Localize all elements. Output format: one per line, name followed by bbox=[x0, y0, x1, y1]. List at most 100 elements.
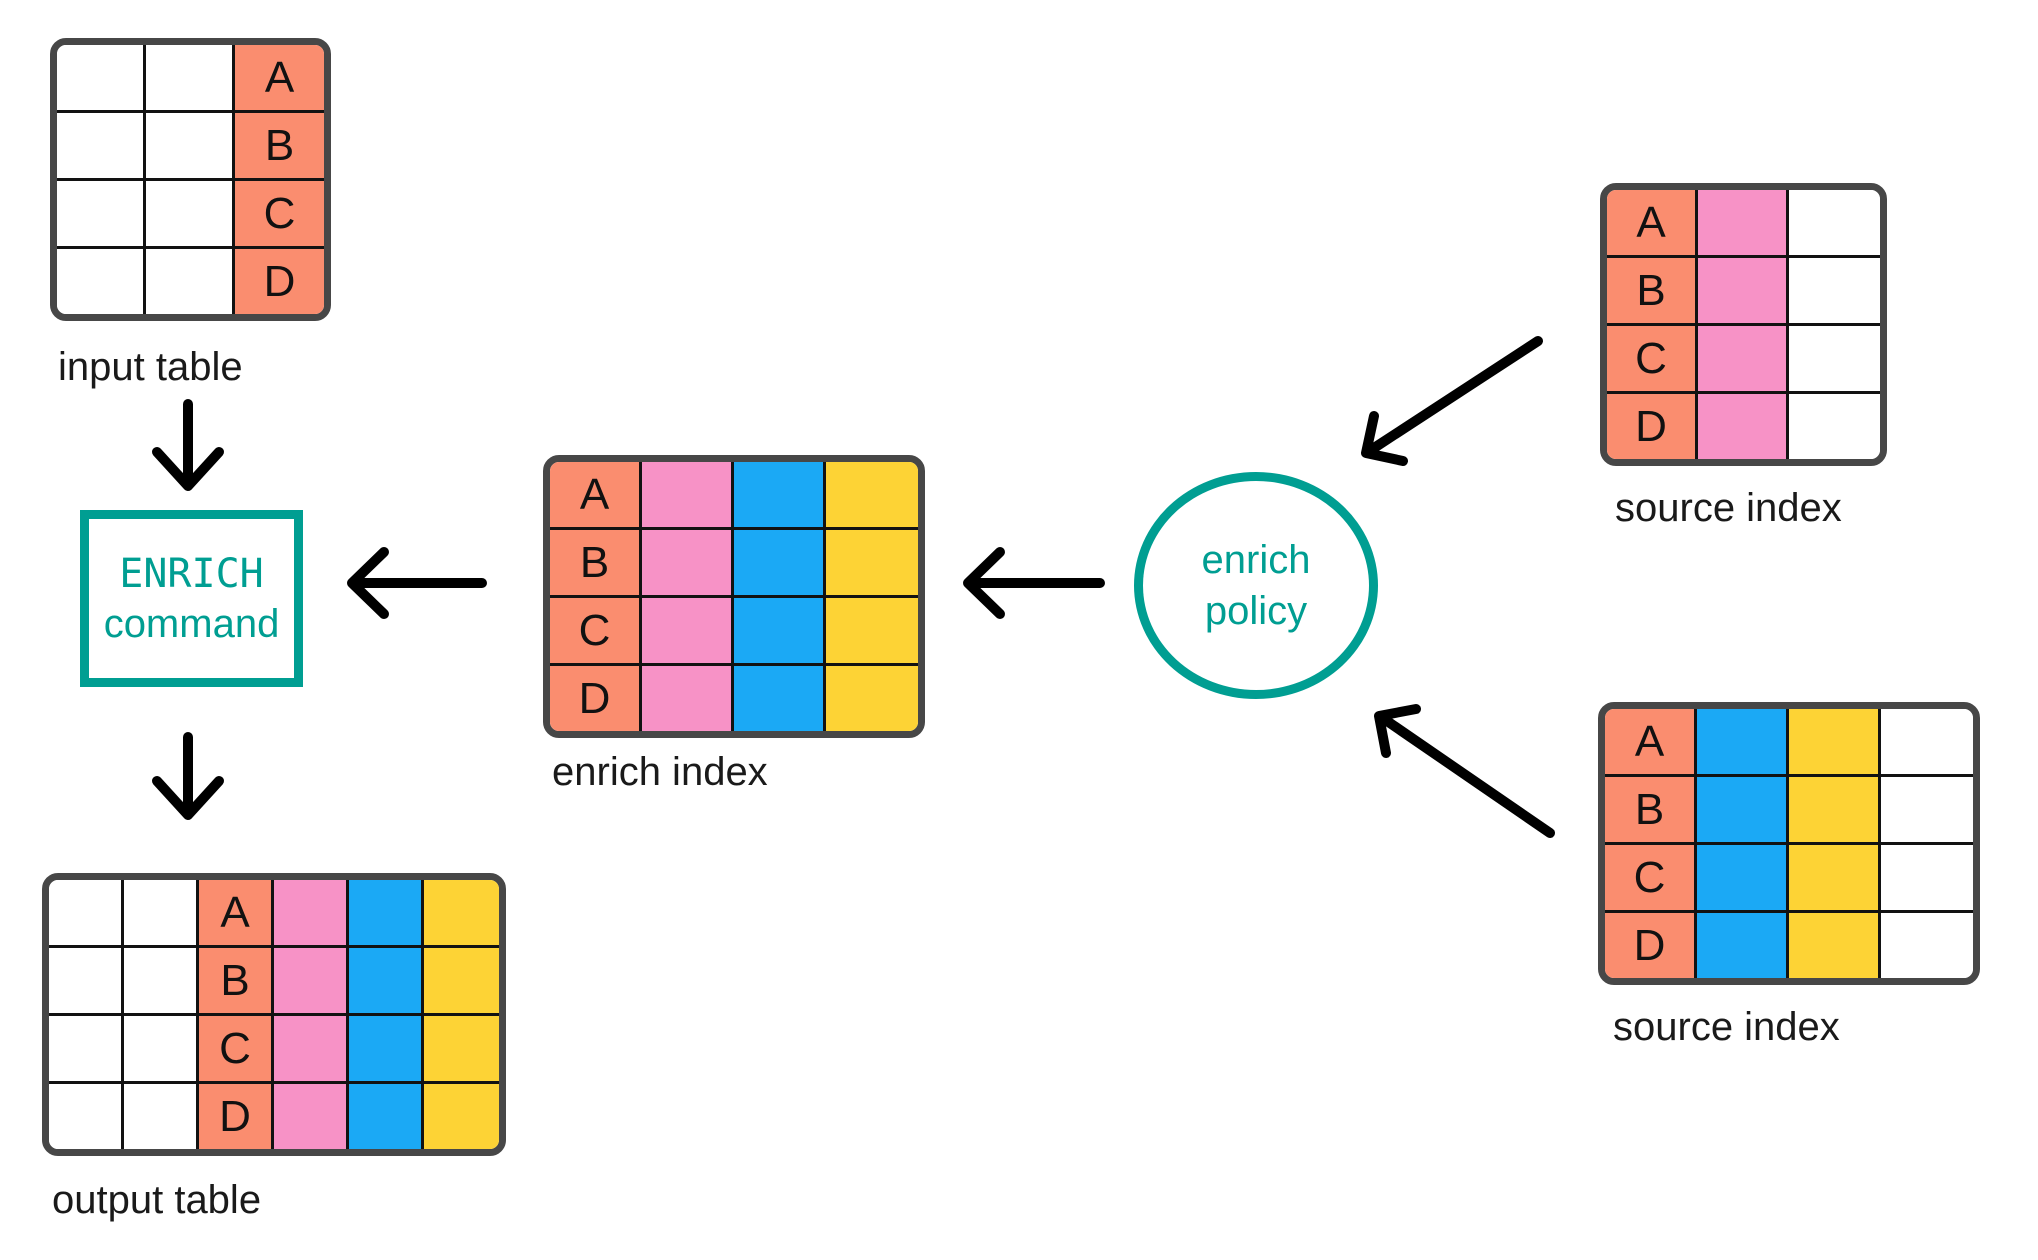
table-cell bbox=[734, 598, 826, 663]
table-row: C bbox=[49, 1016, 499, 1084]
key-cell: B bbox=[199, 948, 274, 1013]
key-cell: C bbox=[550, 598, 642, 663]
table-cell bbox=[826, 462, 918, 527]
table-row: C bbox=[1605, 845, 1973, 913]
key-cell: C bbox=[199, 1016, 274, 1081]
table-cell bbox=[642, 462, 734, 527]
table-cell bbox=[49, 948, 124, 1013]
key-cell: D bbox=[1607, 394, 1698, 459]
table-row: A bbox=[49, 880, 499, 948]
table-cell bbox=[124, 1016, 199, 1081]
table-cell bbox=[349, 1084, 424, 1149]
table-row: A bbox=[1605, 709, 1973, 777]
table-cell bbox=[349, 948, 424, 1013]
table-row: C bbox=[57, 181, 324, 249]
table-cell bbox=[734, 462, 826, 527]
table-cell bbox=[146, 113, 235, 178]
arrow-command-to-output bbox=[152, 732, 224, 820]
key-cell: D bbox=[550, 666, 642, 731]
key-cell: A bbox=[1605, 709, 1697, 774]
table-cell bbox=[1698, 190, 1789, 255]
key-cell: B bbox=[550, 530, 642, 595]
table-cell bbox=[1881, 777, 1973, 842]
key-cell: D bbox=[199, 1084, 274, 1149]
table-cell bbox=[57, 181, 146, 246]
table-row: A bbox=[550, 462, 918, 530]
enrich-command-line2: command bbox=[103, 601, 280, 646]
table-row: D bbox=[1607, 394, 1880, 459]
table-row: B bbox=[550, 530, 918, 598]
table-row: B bbox=[57, 113, 324, 181]
table-cell bbox=[1881, 845, 1973, 910]
table-cell bbox=[57, 113, 146, 178]
source-index-bottom-label: source index bbox=[1613, 1005, 1840, 1049]
key-cell: C bbox=[1605, 845, 1697, 910]
key-cell: A bbox=[1607, 190, 1698, 255]
enrich-index-table: A B C D bbox=[543, 455, 925, 738]
table-cell bbox=[826, 598, 918, 663]
enrich-index-label: enrich index bbox=[552, 750, 768, 794]
table-cell bbox=[1698, 394, 1789, 459]
source-index-bottom-table: A B C D bbox=[1598, 702, 1980, 985]
table-cell bbox=[146, 249, 235, 314]
enrich-command-box: ENRICH command bbox=[80, 510, 303, 687]
table-cell bbox=[1789, 709, 1881, 774]
table-cell bbox=[1789, 394, 1880, 459]
table-cell bbox=[1698, 326, 1789, 391]
table-cell bbox=[274, 948, 349, 1013]
table-cell bbox=[49, 1016, 124, 1081]
table-cell bbox=[1789, 258, 1880, 323]
arrow-index-to-command bbox=[347, 547, 487, 619]
table-row: A bbox=[1607, 190, 1880, 258]
table-row: B bbox=[1607, 258, 1880, 326]
key-cell: A bbox=[235, 45, 324, 110]
table-row: B bbox=[1605, 777, 1973, 845]
table-cell bbox=[274, 1016, 349, 1081]
arrow-input-to-command bbox=[152, 399, 224, 491]
table-cell bbox=[1697, 709, 1789, 774]
enrich-command-line1: ENRICH bbox=[119, 550, 264, 597]
table-cell bbox=[1789, 190, 1880, 255]
table-cell bbox=[826, 666, 918, 731]
table-cell bbox=[124, 948, 199, 1013]
table-cell bbox=[57, 45, 146, 110]
key-cell: C bbox=[1607, 326, 1698, 391]
table-cell bbox=[1697, 845, 1789, 910]
arrow-source-top-to-policy bbox=[1361, 336, 1543, 466]
table-row: B bbox=[49, 948, 499, 1016]
key-cell: A bbox=[550, 462, 642, 527]
table-cell bbox=[349, 880, 424, 945]
table-cell bbox=[146, 45, 235, 110]
table-row: D bbox=[550, 666, 918, 731]
table-cell bbox=[424, 1016, 499, 1081]
table-cell bbox=[1789, 845, 1881, 910]
table-cell bbox=[734, 530, 826, 595]
source-index-top-table: A B C D bbox=[1600, 183, 1887, 466]
key-cell: C bbox=[235, 181, 324, 246]
table-cell bbox=[349, 1016, 424, 1081]
table-cell bbox=[1881, 913, 1973, 978]
table-row: D bbox=[49, 1084, 499, 1149]
table-row: C bbox=[1607, 326, 1880, 394]
table-row: D bbox=[1605, 913, 1973, 978]
table-cell bbox=[1789, 777, 1881, 842]
table-cell bbox=[424, 1084, 499, 1149]
enrich-policy-line2: policy bbox=[1204, 588, 1308, 633]
arrow-policy-to-index bbox=[963, 547, 1105, 619]
output-table: A B C D bbox=[42, 873, 506, 1156]
table-row: A bbox=[57, 45, 324, 113]
key-cell: D bbox=[235, 249, 324, 314]
table-cell bbox=[57, 249, 146, 314]
table-cell bbox=[826, 530, 918, 595]
input-table: A B C D bbox=[50, 38, 331, 321]
table-cell bbox=[274, 1084, 349, 1149]
arrow-source-bottom-to-policy bbox=[1374, 704, 1555, 838]
key-cell: B bbox=[1605, 777, 1697, 842]
key-cell: B bbox=[235, 113, 324, 178]
table-cell bbox=[424, 880, 499, 945]
table-cell bbox=[1697, 777, 1789, 842]
table-row: D bbox=[57, 249, 324, 314]
output-table-label: output table bbox=[52, 1178, 262, 1222]
key-cell: D bbox=[1605, 913, 1697, 978]
